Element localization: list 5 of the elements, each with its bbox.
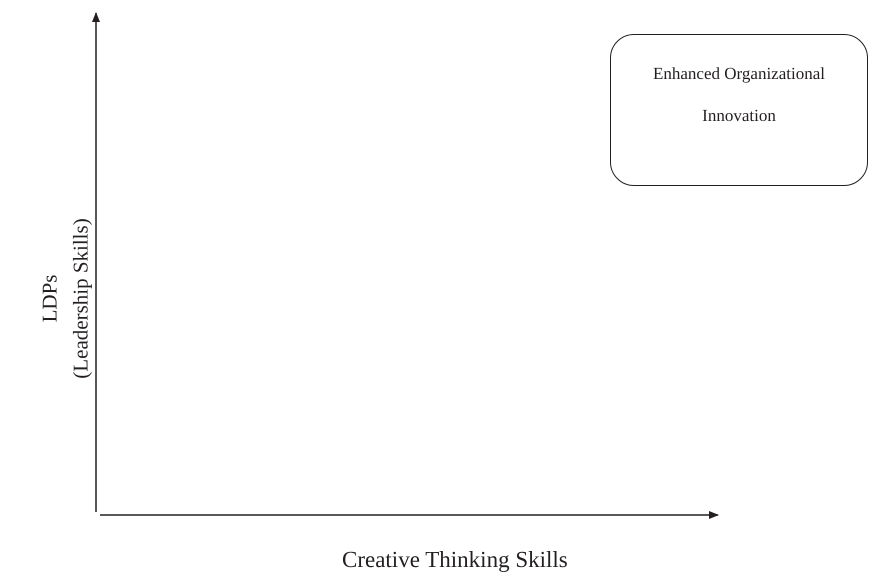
axis-title: Creative Thinking Skills	[342, 547, 568, 573]
rounded-box	[610, 34, 868, 186]
axis-title: LDPs	[37, 274, 62, 322]
box-label: Enhanced Organizational Innovation	[652, 63, 826, 127]
axis-title: (Leadership Skills)	[68, 218, 94, 378]
